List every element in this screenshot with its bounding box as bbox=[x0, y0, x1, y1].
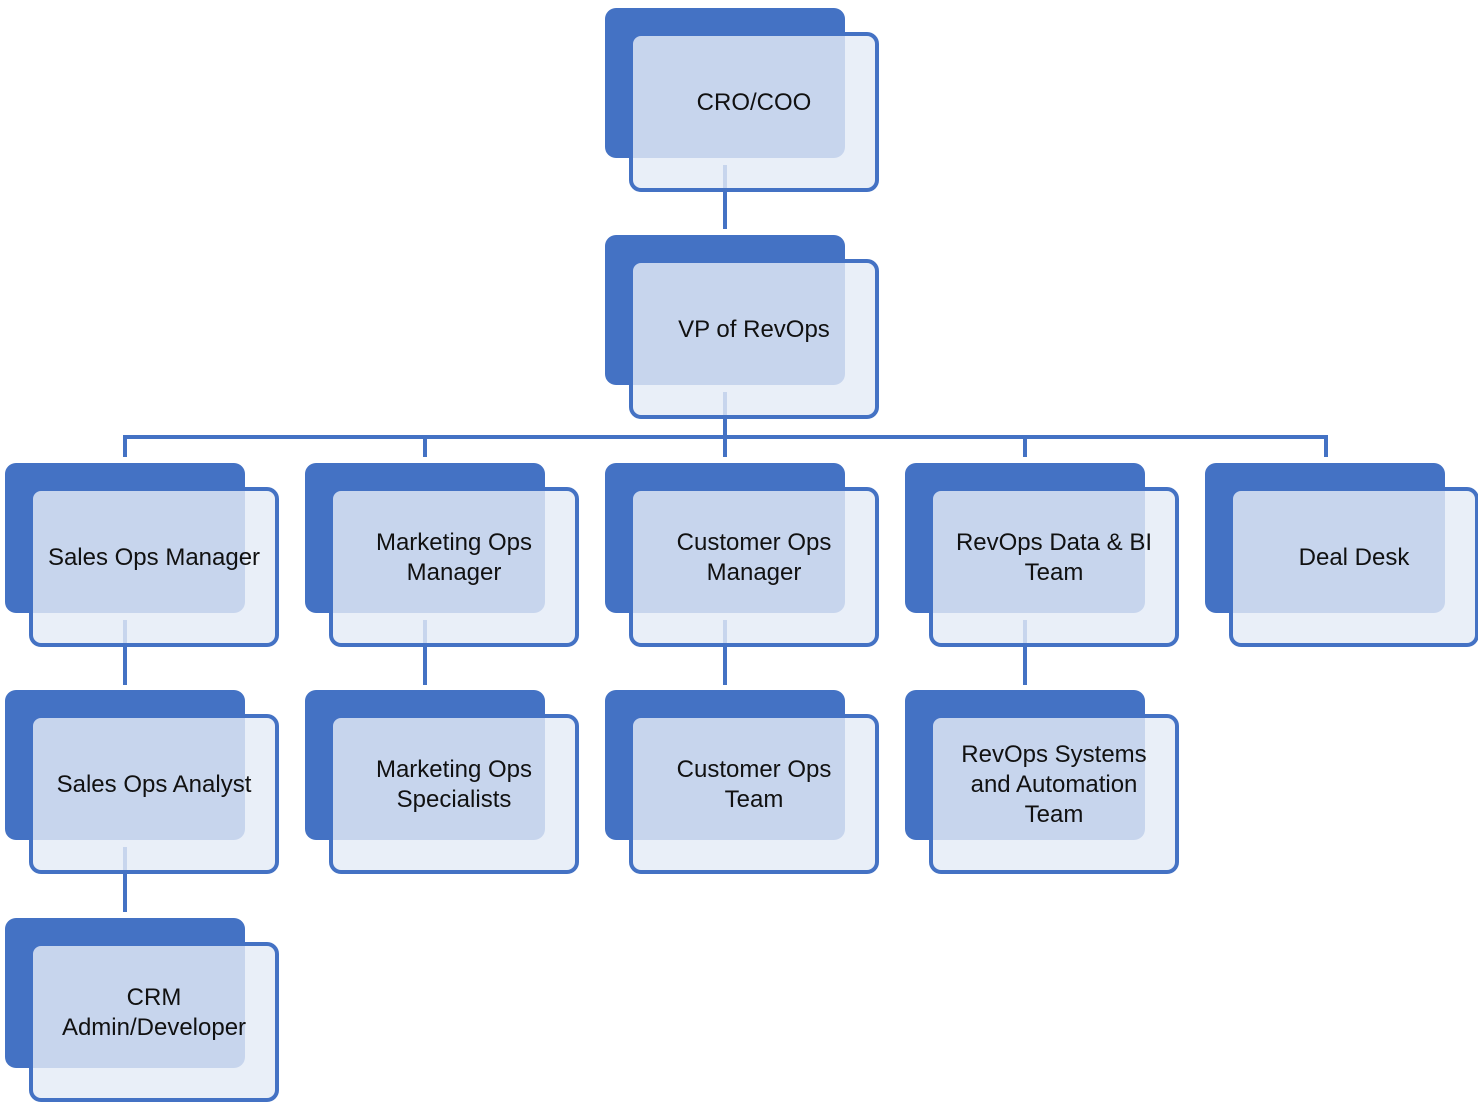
node-label: RevOps Systems and Automation Team bbox=[961, 741, 1147, 828]
node-card: Sales Ops Manager bbox=[29, 487, 279, 647]
node-label: Marketing Ops Manager bbox=[375, 529, 533, 586]
node-label: Sales Ops Analyst bbox=[56, 771, 252, 798]
node-card: Marketing Ops Manager bbox=[329, 487, 579, 647]
node-card: CRM Admin/Developer bbox=[29, 942, 279, 1102]
node-label: Customer Ops Manager bbox=[676, 529, 832, 586]
node-card: Marketing Ops Specialists bbox=[329, 714, 579, 874]
node-card: Sales Ops Analyst bbox=[29, 714, 279, 874]
node-label: RevOps Data & BI Team bbox=[955, 529, 1153, 586]
node-label: CRM Admin/Developer bbox=[61, 984, 247, 1041]
node-label: Customer Ops Team bbox=[676, 756, 832, 813]
node-label: Deal Desk bbox=[1298, 544, 1410, 571]
node-card: RevOps Data & BI Team bbox=[929, 487, 1179, 647]
node-card: VP of RevOps bbox=[629, 259, 879, 419]
node-card: Customer Ops Manager bbox=[629, 487, 879, 647]
node-label: Marketing Ops Specialists bbox=[375, 756, 533, 813]
node-card: CRO/COO bbox=[629, 32, 879, 192]
node-card: Customer Ops Team bbox=[629, 714, 879, 874]
node-card: Deal Desk bbox=[1229, 487, 1478, 647]
node-label: VP of RevOps bbox=[678, 316, 830, 343]
node-label: Sales Ops Manager bbox=[47, 544, 261, 571]
node-label: CRO/COO bbox=[696, 89, 812, 116]
node-card: RevOps Systems and Automation Team bbox=[929, 714, 1179, 874]
